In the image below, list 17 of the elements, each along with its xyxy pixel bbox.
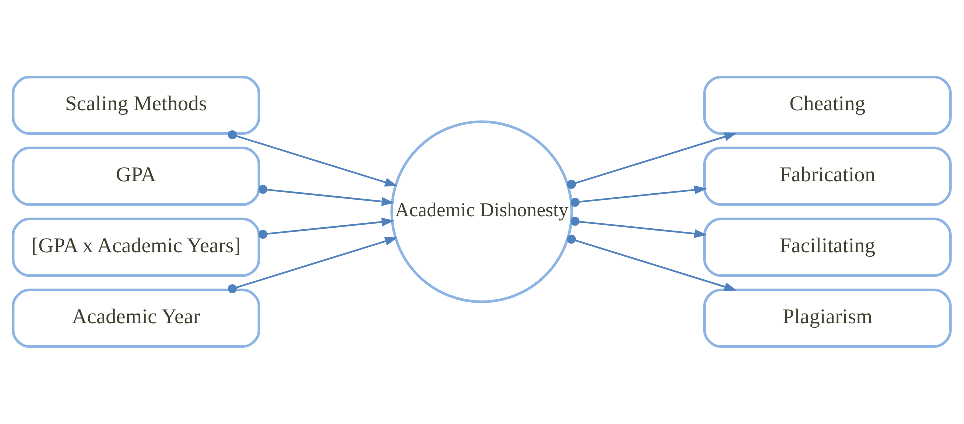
arrow [567,132,738,190]
arrow [567,234,738,292]
node-box: Fabrication [704,146,952,206]
arrow [258,218,395,240]
node-box: [GPA x Academic Years] [12,218,260,278]
node-box: Plagiarism [704,288,952,348]
arrow [570,186,708,208]
arrow [570,216,708,238]
node-box: Scaling Methods [12,76,260,136]
arrow [228,130,398,187]
node-box: Academic Year [12,288,260,348]
arrow [228,237,398,294]
node-box: Cheating [704,76,952,136]
node-box: GPA [12,146,260,206]
node-box: Facilitating [704,218,952,278]
node-circle: Academic Dishonesty [390,120,574,304]
arrow [258,184,395,206]
